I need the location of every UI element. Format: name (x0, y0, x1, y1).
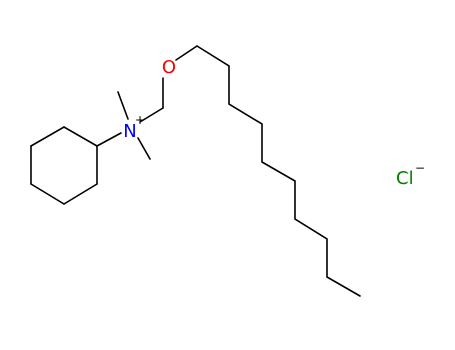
chloride-charge: − (415, 161, 425, 175)
nitrogen-charge: + (135, 113, 145, 127)
oxygen-label: O (162, 57, 176, 78)
nitrogen-methylene-bond (139, 107, 164, 123)
nitrogen-label: N (123, 121, 136, 142)
oxygen-chain-bond (175, 45, 198, 61)
ring-nitrogen-bond (96, 132, 122, 147)
n-methyl-bond-lower (137, 137, 151, 160)
ring-bond (30, 183, 65, 205)
cyclohexyl-ring (30, 126, 98, 205)
ring-bond (63, 126, 98, 147)
n-methyl-bond-upper (117, 91, 129, 120)
chloride-label: Cl (396, 168, 414, 189)
ring-bond (63, 183, 98, 205)
decyl-chain (196, 45, 361, 297)
ring-bond (30, 126, 65, 147)
